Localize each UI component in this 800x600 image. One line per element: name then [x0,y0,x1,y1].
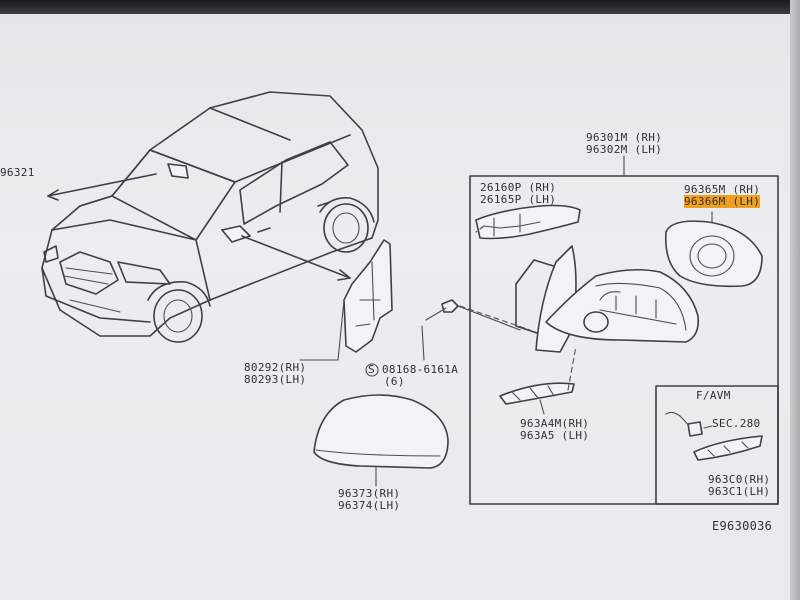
camera-harness [665,411,763,461]
mirror-glass-actuator [664,211,763,288]
label-96302: 96302M (LH) [586,143,663,156]
label-bolt-qty: (6) [384,375,405,388]
label-80292: 80292(RH) [244,361,307,374]
label-26160: 26160P (RH) [480,181,557,194]
bolt [365,299,521,377]
label-96365: 96365M (RH) [684,183,761,196]
label-sec-ref: SEC.280 [712,417,761,430]
label-963a4: 963A4M(RH) [520,417,590,430]
label-96321: 96321 [0,166,35,179]
label-96373: 96373(RH) [338,487,401,500]
label-96374: 96374(LH) [338,499,401,512]
label-963c0: 963C0(RH) [708,473,771,486]
mirror-cover [313,394,449,487]
label-bolt: 08168-6161A [382,363,459,376]
label-favm-title: F/AVM [696,389,731,402]
turn-signal-lamp [475,204,581,240]
vehicle-illustration [41,91,379,343]
drawing-number: E9630036 [712,519,773,533]
monitor-bezel-right [790,0,800,600]
mirror-housing [515,245,700,353]
side-turn-lamp [499,382,575,415]
label-26165: 26165P (LH) [480,193,557,206]
label-96366-highlight: 96366M (LH) [684,195,761,208]
label-963a5: 963A5 (LH) [520,429,590,442]
label-80293: 80293(LH) [244,373,307,386]
label-963c1: 963C1(LH) [708,485,771,498]
monitor-bezel-top [0,0,800,14]
label-96301: 96301M (RH) [586,131,663,144]
mirror-base-bracket [299,239,393,361]
label-bolt-symbol: S [368,363,375,376]
assembly-frame [469,155,779,505]
label-96366: 96366M (LH) [684,195,761,208]
dashed-assembly-lines [459,225,577,391]
